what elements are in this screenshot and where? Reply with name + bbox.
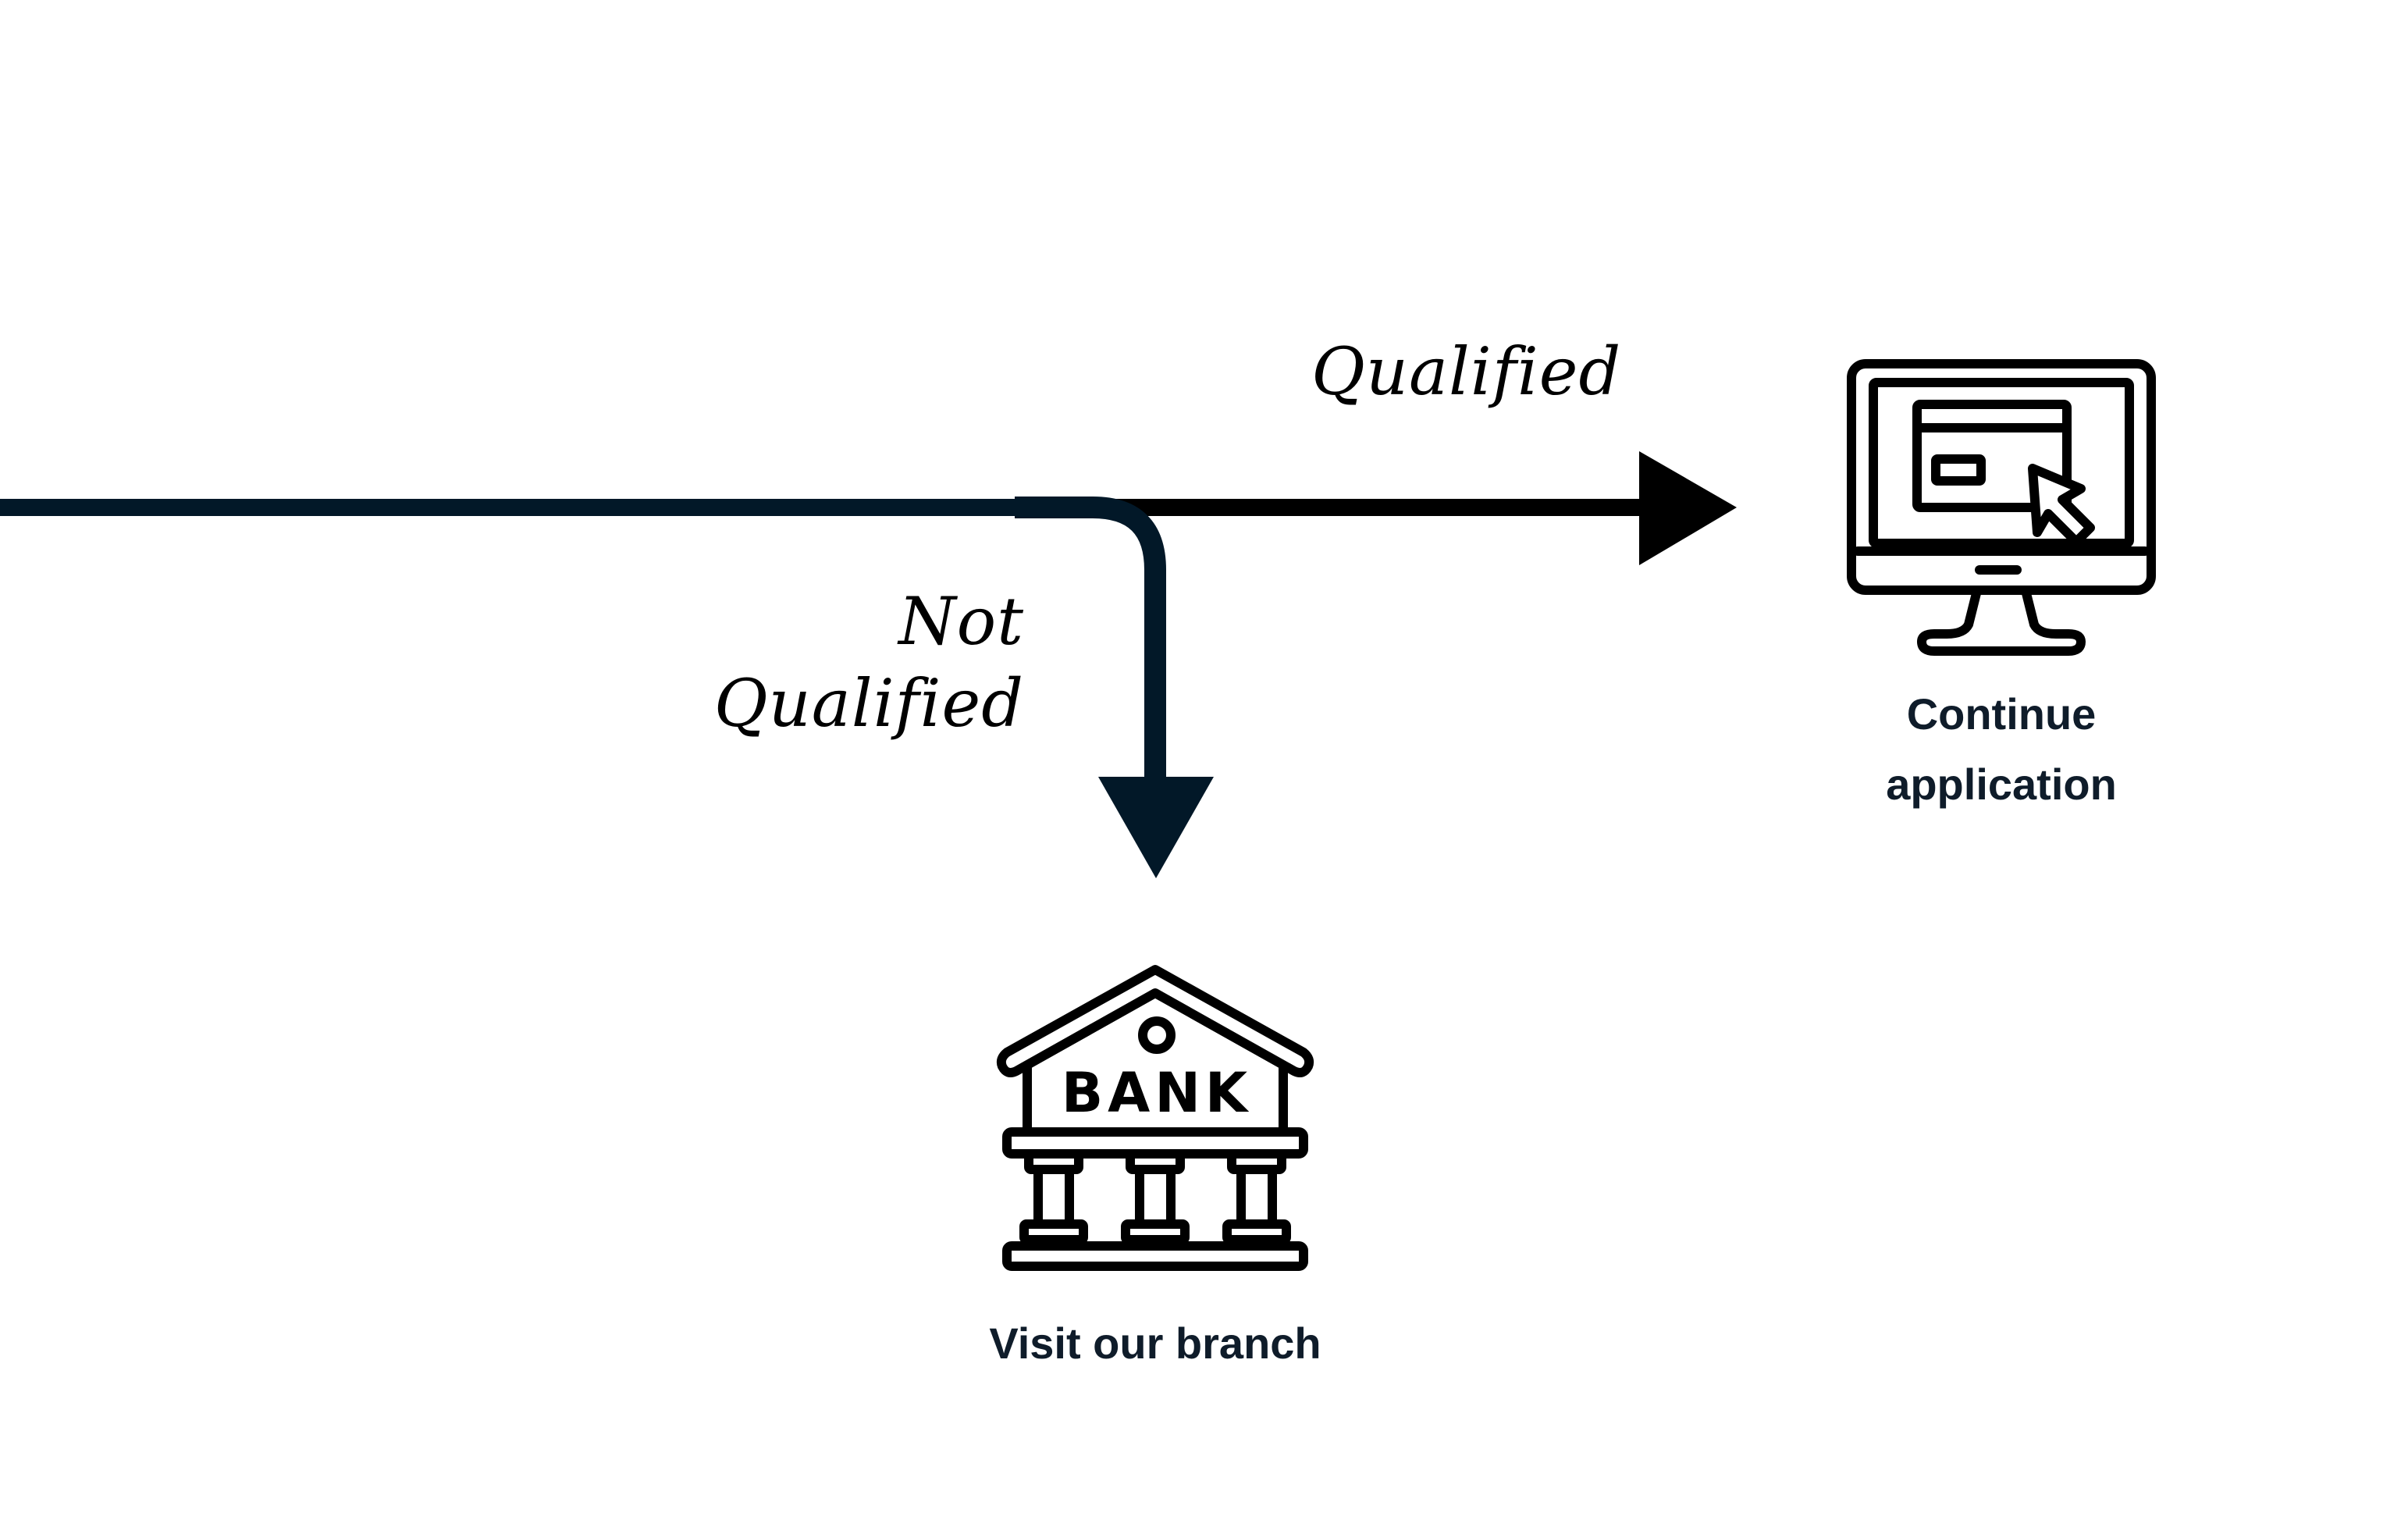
- not-qualified-arrow: [1015, 497, 1214, 878]
- qualified-arrowhead: [1639, 451, 1737, 565]
- not-qualified-arrowhead: [1098, 777, 1214, 878]
- computer-monitor-cursor-icon: [1847, 359, 2156, 656]
- qualified-edge-label: Qualified: [1311, 333, 1621, 410]
- not-qualified-edge-label-line2: Qualified: [714, 665, 1024, 742]
- continue-application-label-line2: application: [1886, 760, 2117, 809]
- bank-building-icon: [996, 965, 1314, 1271]
- visit-branch-label: Visit our branch: [989, 1319, 1321, 1368]
- qualified-arrow: [1093, 451, 1737, 565]
- bank-icon-text: BANK: [1062, 1061, 1252, 1125]
- continue-application-label-line1: Continue: [1907, 689, 2097, 739]
- not-qualified-edge-label-line1: Not: [897, 583, 1024, 660]
